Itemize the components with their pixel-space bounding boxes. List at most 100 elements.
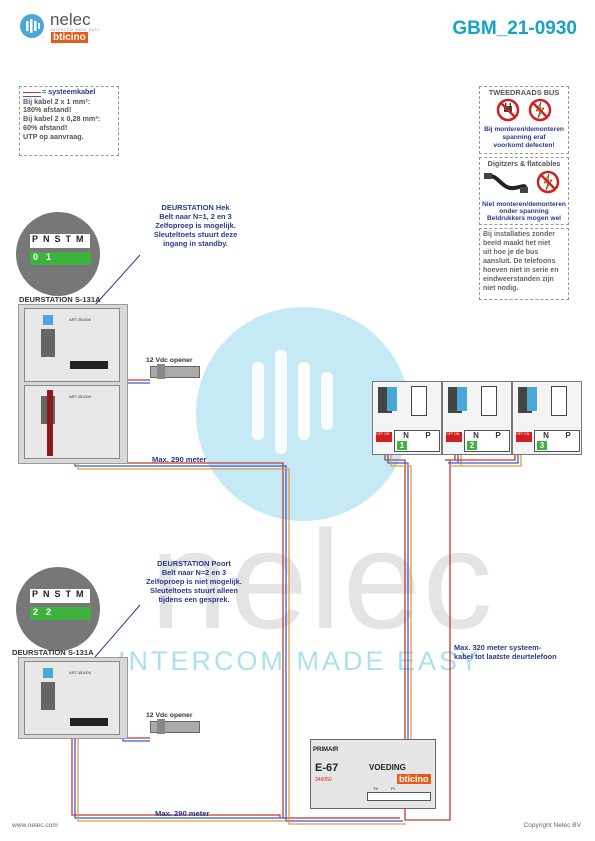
station2-cable-length: Max. 290 meter (155, 809, 210, 818)
station1-module-code: ART.351000 (69, 317, 91, 322)
bus-warning-line-1: Bij monteren/demonteren (484, 126, 564, 133)
station1-module-bottom: ART.351000 (24, 385, 120, 459)
bus-warning-line-3: voorkomt defecten! (493, 142, 555, 149)
power-model: E-67 (315, 762, 339, 774)
digitizer-warning-line-2: onder spanning (499, 208, 549, 215)
station2-terminal (70, 718, 108, 726)
install-note-line-6: eindweerstanden zijn (483, 276, 554, 283)
phone-2-switch: OFF ON (446, 432, 462, 442)
power-terms-pi: PI (391, 786, 395, 791)
digitizer-warning-line-3: Beldrukkers mogen wel (486, 215, 562, 222)
station1-note-line-1: DEURSTATION Hek (161, 203, 230, 212)
power-terms-tk: TK (373, 786, 379, 791)
station2-opener-label: 12 Vdc opener (146, 712, 193, 719)
watermark-text: nelec (150, 501, 495, 658)
callout-arrow-2 (94, 604, 141, 658)
station2-note-line-5: tijdens een gesprek. (158, 595, 230, 604)
power-brand: bticino (397, 774, 431, 784)
station1-note-line-5: ingang in standby. (163, 239, 228, 248)
power-supply: PRIMAIR E-67 VOEDING 346050 bticino TK P… (310, 739, 436, 809)
legend-line-4: 60% afstand! (23, 123, 68, 132)
digitizer-warning-title: Digitzers & flatcables (487, 159, 561, 168)
station1-note-line-3: Zelfoproep is mogelijk. (155, 221, 236, 230)
station2-note-line-4: Sleuteltoets stuurt alleen (150, 586, 238, 595)
power-code: 346050 (315, 777, 332, 783)
station2-module: ART.351000 (24, 661, 120, 735)
station1-module-top: ART.351000 (24, 308, 120, 382)
install-note-line-4: aansluit. De telefoons (483, 258, 556, 265)
no-plug-icon (496, 98, 520, 122)
phone-1-switch: OFF ON (376, 432, 392, 442)
brand-name: nelec (50, 10, 91, 29)
digitizer-warning-line-1: Niet monteren/demonteren (482, 201, 566, 208)
station2-note-line-3: Zelfoproep is niet mogelijk. (146, 577, 242, 586)
doc-code: GBM_21-0930 (452, 18, 577, 39)
station1-opener (150, 364, 200, 379)
station1-terminal (70, 361, 108, 369)
station1-note-line-2: Belt naar N=1, 2 en 3 (159, 212, 232, 221)
legend-line-3: Bij kabel 2 x 0,28 mm²: (23, 114, 101, 123)
bus-cable-station2 (71, 720, 286, 822)
flatcable-icon (484, 173, 528, 193)
install-note-line-7: niet nodig. (483, 285, 519, 292)
station1-opener-label: 12 Vdc opener (146, 357, 193, 364)
callout-arrow-1 (94, 254, 141, 306)
no-power-icon (528, 98, 552, 122)
station1-panel: ART.351000 ART.351000 (18, 304, 128, 464)
phone-2-number: 2 (467, 441, 477, 450)
station1-module-code-2: ART.351000 (69, 394, 91, 399)
station2-module-code: ART.351000 (69, 670, 91, 675)
station2-note-line-2: Belt naar N=2 en 3 (161, 568, 227, 577)
install-note-box: Bij installaties zonder beeld maakt het … (479, 228, 569, 300)
watermark-tagline: INTERCOM MADE EASY (118, 646, 482, 676)
footer-right: Copyright Nelec BV (523, 822, 581, 829)
bus-warning-title: TWEEDRAADS BUS (488, 88, 560, 97)
phone-cable-line-2: kabel tot laatste deurtelefoon (454, 652, 557, 661)
legend-line-1: Bij kabel 2 x 1 mm²: (23, 97, 91, 106)
station1-note: DEURSTATION Hek Belt naar N=1, 2 en 3 Ze… (138, 203, 253, 248)
phone-cable-note: Max. 320 meter systeem- kabel tot laatst… (454, 643, 557, 661)
station1-note-line-4: Sleuteltoets stuurt deze (153, 230, 238, 239)
no-power-icon (536, 170, 560, 194)
bus-warning-box: TWEEDRAADS BUS Bij monteren/demonteren s… (479, 86, 569, 154)
bus-warning-line-2: spanning eraf (502, 134, 546, 141)
brand-partner: bticino (51, 32, 88, 43)
digitizer-warning-box: Digitzers & flatcables Niet monteren/dem… (479, 157, 569, 225)
brand-tagline: INTERCOM MADE EASY (51, 28, 101, 32)
power-terminal-block (367, 792, 431, 801)
phone-cable-line-1: Max. 320 meter systeem- (454, 643, 542, 652)
power-name: VOEDING (369, 763, 406, 772)
legend-line-2: 180% afstand! (23, 105, 72, 114)
install-note-line-1: Bij installaties zonder (483, 231, 555, 238)
install-note-line-2: beeld maakt het niet (483, 240, 551, 247)
watermark-logo-bars (252, 350, 333, 454)
legend-line-5: UTP op aanvraag. (23, 132, 84, 141)
brand-logo: nelec INTERCOM MADE EASY bticino (20, 10, 130, 44)
legend-box: = systeemkabel Bij kabel 2 x 1 mm²: 180%… (19, 86, 119, 156)
station2-panel: ART.351000 (18, 657, 128, 739)
phone-1-number: 1 (397, 441, 407, 450)
station2-note: DEURSTATION Poort Belt naar N=2 en 3 Zel… (124, 559, 264, 604)
brand-logo-icon (20, 14, 44, 38)
install-note-line-5: hoeven niet in serie en (483, 267, 559, 274)
power-primary-label: PRIMAIR (313, 747, 339, 753)
install-note-line-3: uit hoe je de bus (483, 249, 539, 256)
footer-left: www.nelec.com (12, 822, 58, 829)
legend-cable-swatch (23, 92, 41, 97)
legend-cable-label: = systeemkabel (42, 87, 96, 96)
station2-note-line-1: DEURSTATION Poort (157, 559, 231, 568)
phone-3-switch: OFF ON (516, 432, 532, 442)
station2-title: DEURSTATION S-131A (12, 648, 94, 657)
station2-opener (150, 719, 200, 734)
station1-cable-length: Max. 290 meter (152, 455, 207, 464)
